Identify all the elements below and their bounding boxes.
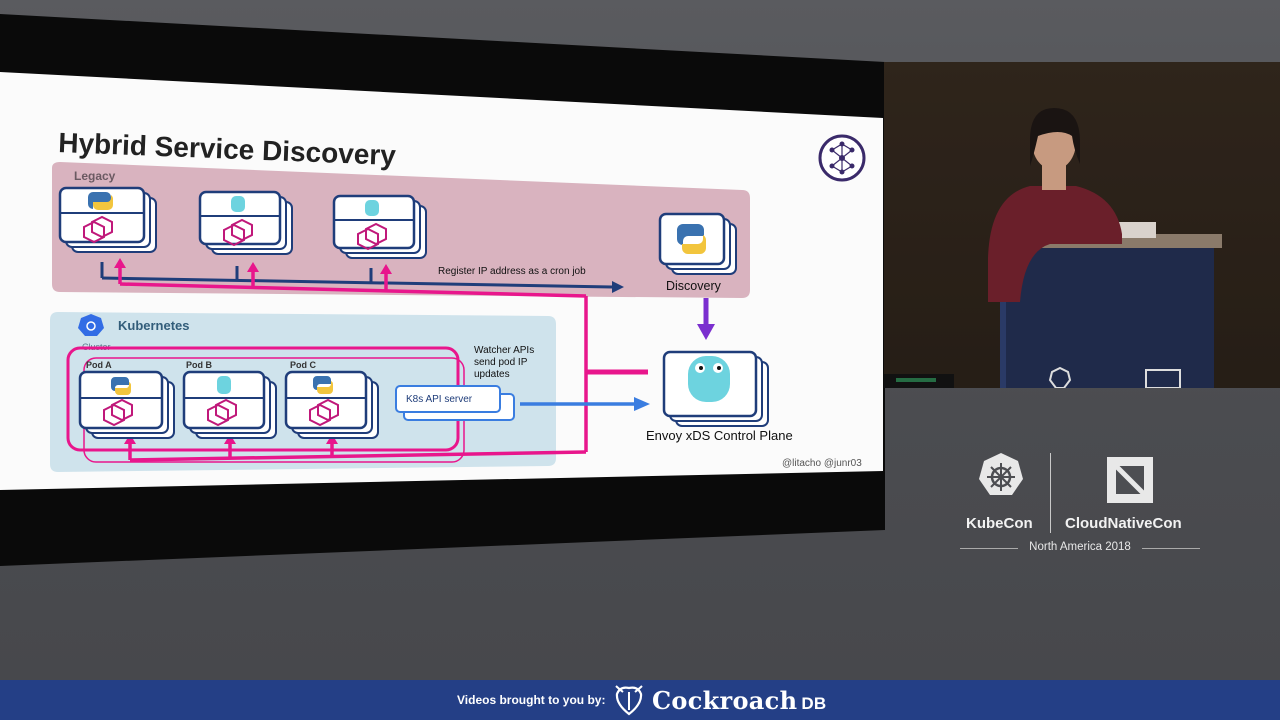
discovery-service: [658, 212, 737, 275]
pod-a-label: Pod A: [86, 360, 112, 370]
legacy-service-go-2: [332, 194, 427, 259]
event-name: North America 2018: [960, 541, 1200, 553]
speaker-scene: [884, 62, 1280, 388]
sponsor-prefix: Videos brought to you by:: [457, 693, 606, 707]
cloudnativecon-label: CloudNativeCon: [1065, 515, 1182, 532]
legacy-update-lines: [118, 264, 648, 462]
legacy-service-python: [58, 186, 157, 253]
control-plane-label: Envoy xDS Control Plane: [646, 428, 793, 443]
network-logo-icon: [818, 134, 866, 182]
register-arrow: [100, 262, 624, 293]
api-server-label: K8s API server: [406, 394, 473, 405]
branding-logos: [979, 453, 1153, 503]
watcher-note-line-3: updates: [474, 369, 510, 380]
sponsor-suffix: DB: [801, 694, 827, 713]
slide-canvas: Hybrid Service Discovery Legacy: [0, 14, 885, 566]
legacy-service-go-1: [198, 190, 293, 255]
kubecon-label: KubeCon: [966, 515, 1033, 532]
video-frame: Hybrid Service Discovery Legacy: [0, 0, 1280, 680]
speaker-video: [884, 62, 1280, 388]
api-to-control-plane-arrow: [520, 397, 650, 411]
pod-b-card: [182, 370, 277, 439]
kubernetes-label: Kubernetes: [118, 318, 190, 333]
legacy-label: Legacy: [74, 169, 116, 183]
discovery-to-control-plane-arrow: [697, 298, 715, 340]
cockroach-logo-icon: [615, 685, 643, 716]
register-note: Register IP address as a cron job: [438, 266, 586, 277]
kubernetes-logo-icon: [78, 314, 104, 336]
pod-b-label: Pod B: [186, 360, 212, 370]
control-plane-card: [662, 350, 769, 427]
sponsor-name-text: Cockroach: [652, 686, 798, 715]
pod-c-label: Pod C: [290, 360, 316, 370]
podium-kube-logo-icon: [1048, 366, 1072, 388]
pod-a-card: [78, 370, 175, 439]
cloudnativecon-logo-icon: [1107, 457, 1153, 503]
speaker-person: [988, 108, 1122, 302]
podium-cncf-logo-icon: [1145, 369, 1181, 388]
brand-divider: [1050, 453, 1051, 533]
conference-branding: KubeCon CloudNativeCon North America 201…: [930, 445, 1230, 565]
kubecon-logo-icon: [979, 453, 1023, 495]
discovery-label: Discovery: [666, 279, 722, 293]
pod-c-card: [284, 370, 379, 439]
slide-credits: @litacho @junr03: [782, 458, 862, 469]
api-server-box: [395, 385, 515, 421]
watcher-note-line-1: Watcher APIs: [474, 345, 534, 356]
projected-slide: Hybrid Service Discovery Legacy: [0, 14, 885, 566]
watcher-note-line-2: send pod IP: [474, 357, 528, 368]
gopher-icon: [688, 356, 730, 402]
